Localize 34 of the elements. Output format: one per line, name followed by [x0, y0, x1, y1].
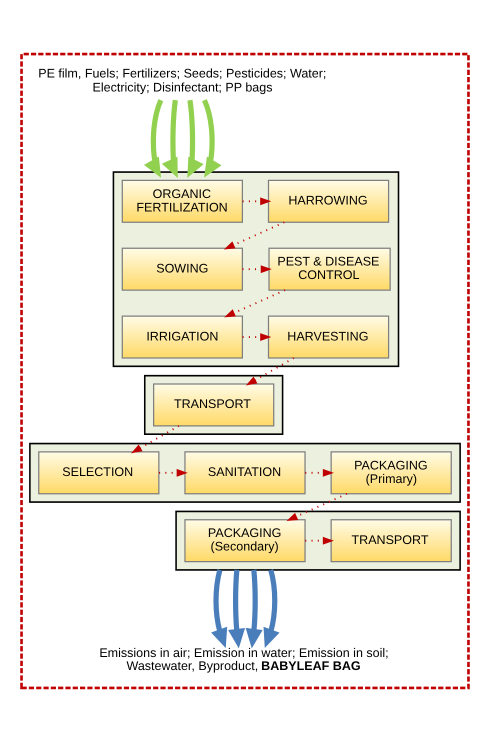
node-box: SELECTION	[38, 451, 159, 494]
node-box: TRANSPORT	[330, 519, 452, 562]
node-box: PACKAGING (Secondary)	[184, 519, 306, 562]
node-box: IRRIGATION	[121, 316, 243, 359]
node-text: Emissions in air; Emission in water; Emission in soil; Wastewater, Byproduct, BABYLEAF BAG	[98, 646, 388, 673]
node-box: SOWING	[121, 248, 243, 291]
arrow	[263, 569, 280, 648]
cluster	[112, 171, 399, 368]
arrow	[242, 333, 271, 341]
node-box: PEST & DISEASE CONTROL	[268, 248, 390, 291]
arrow	[161, 100, 178, 178]
node-text: PE film, Fuels; Fertilizers; Seeds; Pesticides; Water; Electricity; Disinfectant; PP bags	[38, 66, 326, 94]
arrow	[286, 492, 347, 521]
node-box: ORGANIC FERTILIZATION	[121, 180, 243, 223]
arrow	[304, 536, 334, 545]
arrow	[304, 468, 334, 477]
node-box: PACKAGING (Primary)	[330, 451, 452, 494]
arrow	[223, 221, 284, 250]
arrow	[130, 425, 179, 454]
node-box: HARROWING	[267, 180, 389, 223]
cluster	[20, 52, 470, 690]
arrow	[242, 197, 271, 206]
node-box: TRANSPORT	[152, 383, 274, 426]
node-box: HARVESTING	[267, 316, 389, 359]
arrow	[242, 265, 272, 274]
arrow	[202, 99, 222, 178]
arrow	[143, 99, 163, 178]
arrow	[158, 468, 188, 477]
arrow	[245, 570, 262, 648]
arrow	[210, 569, 227, 648]
arrow	[228, 570, 245, 648]
arrow	[224, 289, 285, 318]
node-box: SANITATION	[184, 451, 306, 494]
arrow	[186, 100, 204, 178]
